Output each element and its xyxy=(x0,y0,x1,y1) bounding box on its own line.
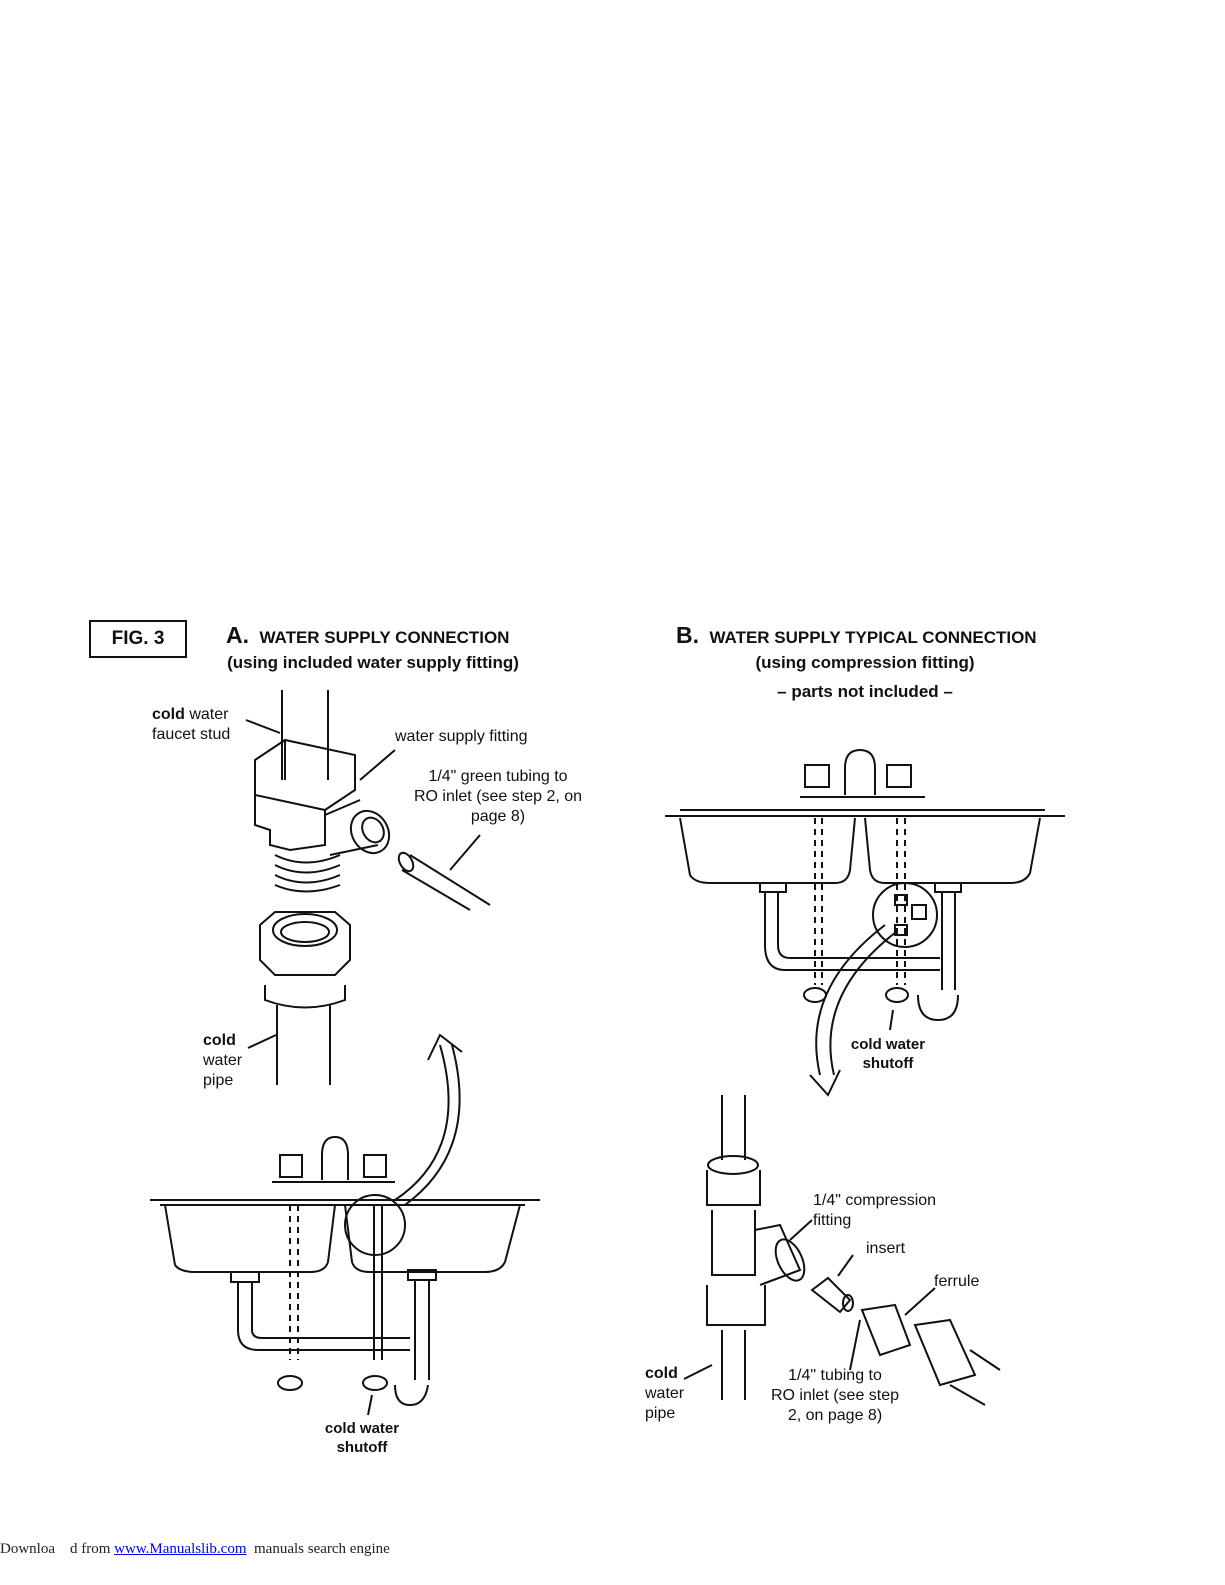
green-tubing-line1: 1/4" green tubing to xyxy=(428,768,568,785)
section-a-subtitle: (using included water supply fitting) xyxy=(227,653,519,672)
footer: Downloa d from www.Manualslib.com manual… xyxy=(0,1541,390,1558)
footer-suffix: manuals search engine xyxy=(246,1541,390,1557)
section-b-heading: B. WATER SUPPLY TYPICAL CONNECTION xyxy=(676,622,1037,649)
pipe-a-bold: cold xyxy=(203,1032,236,1049)
compression-fitting-drawing xyxy=(683,1095,1001,1406)
faucet-stud-text1: water xyxy=(184,706,229,723)
green-tubing-line2: RO inlet (see step 2, on xyxy=(413,788,583,805)
pipe-a-line3: pipe xyxy=(203,1072,234,1089)
compression-line1: 1/4" compression xyxy=(813,1192,937,1209)
curved-arrow-b xyxy=(815,924,886,1076)
faucet-stud-fitting-drawing xyxy=(245,690,491,1085)
shutoff-b-label: cold water shutoff xyxy=(838,1035,938,1073)
section-b-letter: B. xyxy=(676,622,699,648)
pipe-b-bold: cold xyxy=(645,1365,678,1382)
tubing-b-label: 1/4" tubing to RO inlet (see step 2, on … xyxy=(755,1366,915,1426)
shutoff-a-label: cold water shutoff xyxy=(312,1419,412,1457)
tubing-b-line2: RO inlet (see step xyxy=(770,1387,900,1404)
faucet-stud-label: cold water faucet stud xyxy=(152,705,230,745)
pipe-b-line2: water xyxy=(645,1385,685,1402)
supply-fitting-label: water supply fitting xyxy=(395,728,528,745)
curved-arrow-a xyxy=(394,1044,450,1201)
section-b-title: WATER SUPPLY TYPICAL CONNECTION xyxy=(709,628,1037,647)
compression-line2: fitting xyxy=(813,1212,852,1229)
faucet-stud-text2: faucet stud xyxy=(152,726,231,743)
green-tubing-line3: page 8) xyxy=(470,808,526,825)
compression-fitting-label: 1/4" compression fitting xyxy=(813,1191,936,1231)
section-b-subtitle: (using compression fitting) xyxy=(755,653,975,672)
shutoff-a-line1: cold water xyxy=(324,1420,400,1437)
pipe-b-line3: pipe xyxy=(645,1405,676,1422)
faucet-stud-bold: cold xyxy=(152,706,185,723)
section-a-heading: A. WATER SUPPLY CONNECTION xyxy=(226,622,509,649)
section-a-title: WATER SUPPLY CONNECTION xyxy=(259,628,510,647)
tubing-b-line1: 1/4" tubing to xyxy=(788,1367,882,1384)
footer-prefix: Downloa d from xyxy=(0,1541,115,1557)
shutoff-b-line1: cold water xyxy=(850,1036,926,1053)
insert-label: insert xyxy=(866,1240,906,1257)
green-tubing-label: 1/4" green tubing to RO inlet (see step … xyxy=(398,767,598,827)
manualslib-link[interactable]: www.Manualslib.com xyxy=(114,1541,247,1557)
shutoff-b-line2: shutoff xyxy=(862,1055,914,1072)
section-a-letter: A. xyxy=(226,622,249,648)
figure-label: FIG. 3 xyxy=(89,620,187,658)
sink-a-drawing xyxy=(150,1135,540,1416)
cold-water-pipe-a-label: cold water pipe xyxy=(203,1031,242,1091)
sink-b-drawing xyxy=(665,748,1065,1031)
shutoff-a-line2: shutoff xyxy=(336,1439,388,1456)
section-b-note: – parts not included – xyxy=(777,682,953,701)
ferrule-label: ferrule xyxy=(934,1273,980,1290)
pipe-a-line2: water xyxy=(203,1052,243,1069)
tubing-b-line3: 2, on page 8) xyxy=(787,1407,883,1424)
cold-water-pipe-b-label: cold water pipe xyxy=(645,1364,684,1424)
